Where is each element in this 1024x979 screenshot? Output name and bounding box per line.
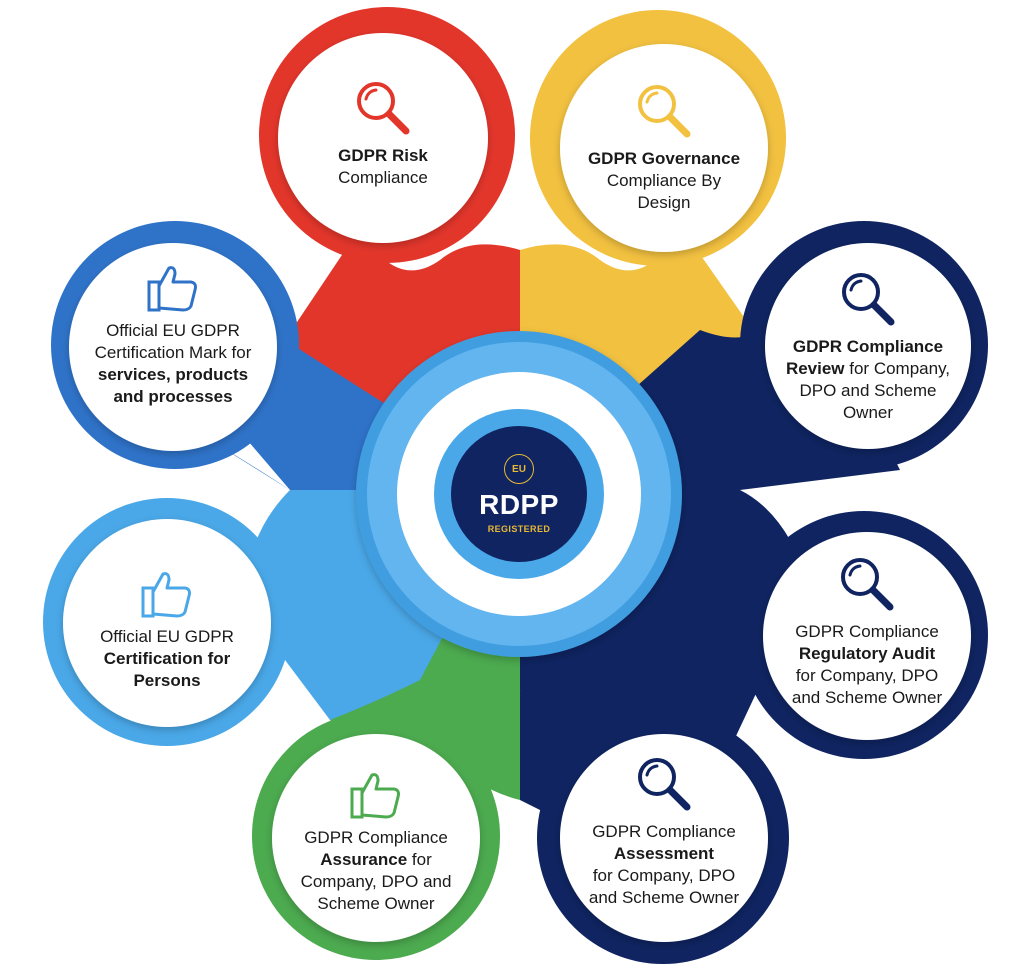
thumbs-up-icon <box>350 773 400 819</box>
hub-rings <box>356 331 682 657</box>
magnifier-icon <box>357 82 410 135</box>
thumbs-up-icon <box>147 266 197 312</box>
node-compliance-review: GDPR Compliance Review for Company, DPO … <box>778 258 958 434</box>
hub-label: EU RDPP REGISTERED <box>451 426 587 562</box>
node-review-text: GDPR Compliance Review for Company, DPO … <box>785 337 951 422</box>
content-discs <box>63 33 971 942</box>
hub-title: RDPP <box>479 489 559 520</box>
magnifier-icon <box>638 85 691 138</box>
eu-badge: EU <box>504 454 534 484</box>
hub-subtitle: REGISTERED <box>487 524 551 534</box>
magnifier-icon <box>841 558 894 611</box>
magnifier-icon <box>842 273 895 326</box>
node-mark-text: Official EU GDPR Certification Mark for … <box>94 321 252 406</box>
node-certification-mark: Official EU GDPR Certification Mark for … <box>83 247 263 423</box>
magnifier-icon <box>638 758 691 811</box>
thumbs-up-icon <box>141 572 191 618</box>
